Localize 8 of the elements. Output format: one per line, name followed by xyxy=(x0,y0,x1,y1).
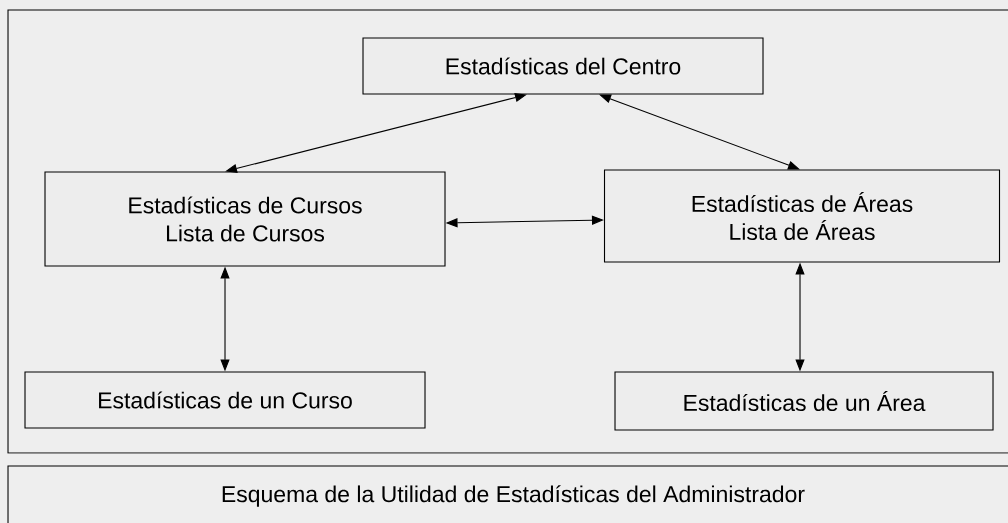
caption-box: Esquema de la Utilidad de Estadísticas del Administrador xyxy=(7,465,1008,523)
process-box: Estadísticas del Centro xyxy=(362,37,764,95)
process-box: Estadísticas de Áreas Lista de Áreas xyxy=(603,169,1001,263)
process-box: Estadísticas de Cursos Lista de Cursos xyxy=(44,171,446,267)
frame-box xyxy=(7,9,1008,454)
arrow xyxy=(599,94,800,170)
process-box: Estadísticas de un Área xyxy=(614,371,994,431)
process-box: Estadísticas de un Curso xyxy=(24,371,426,429)
